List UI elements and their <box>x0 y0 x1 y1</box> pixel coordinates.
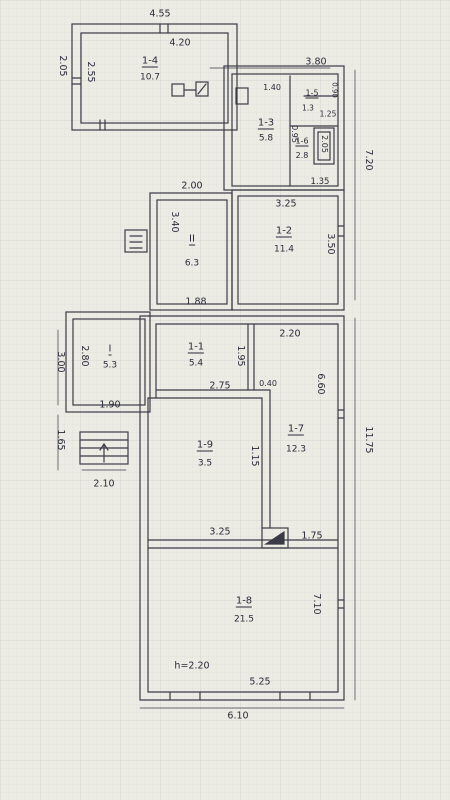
dim-step: 0.40 <box>259 379 277 388</box>
dim-room6-h: 0.95 <box>290 125 299 143</box>
room-1-8-area: 21.5 <box>233 614 255 625</box>
entrance-steps <box>124 229 148 253</box>
room-1-7-area: 12.3 <box>285 444 307 455</box>
dim-porch-w: 2.20 <box>279 328 301 340</box>
dim-room1-h: 1.95 <box>234 345 246 367</box>
dim-right-upper: 7.20 <box>362 149 374 171</box>
dim-room5-h: 0.90 <box>330 82 339 98</box>
dim-room7-bottom: 1.75 <box>301 530 323 542</box>
room-1-2-number: 1-2 <box>275 225 293 238</box>
room-1-7-number: 1-7 <box>287 423 305 436</box>
room-1-3-area: 5.8 <box>258 133 274 144</box>
dim-bottom-total: 6.10 <box>227 710 249 722</box>
room-1-6-number: 1-6 <box>295 136 309 147</box>
dim-room6-w: 2.05 <box>320 135 329 153</box>
room-1-2-walls <box>231 189 345 311</box>
dim-top-inner: 4.20 <box>169 37 191 49</box>
room-1-1-number: 1-1 <box>187 341 205 354</box>
room-I-area: 5.3 <box>102 360 118 371</box>
dim-room9-bottom: 3.25 <box>209 526 231 538</box>
dim-room2-h: 3.50 <box>324 233 336 255</box>
room-1-9-area: 3.5 <box>197 458 213 469</box>
porch-steps <box>79 431 129 465</box>
stove-symbol <box>195 81 209 97</box>
dim-room5-bottom: 1.25 <box>319 109 337 119</box>
room-1-5-area: 1.3 <box>302 103 314 113</box>
dim-top-outer: 4.55 <box>149 8 171 20</box>
dim-room5-w: 1.40 <box>263 83 281 92</box>
dim-room9-h: 1.15 <box>248 445 260 467</box>
dim-left-room4-outer: 2.05 <box>56 55 68 77</box>
room-1-3-number: 1-3 <box>257 117 275 130</box>
bathtub-symbol <box>313 127 335 165</box>
dim-room2-top: 3.25 <box>275 198 297 210</box>
dim-room8-h: 7.10 <box>310 593 322 615</box>
dim-porch-h-inner: 2.80 <box>78 345 90 367</box>
ceiling-height: h=2.20 <box>174 660 210 672</box>
stove-1-7-symbol <box>261 527 289 549</box>
dim-hall-bottom: 1.88 <box>185 296 207 308</box>
dim-left-room4-inner: 2.55 <box>84 61 96 83</box>
room-1-4-number: 1-4 <box>141 55 159 68</box>
dim-room6-bottom: 1.35 <box>310 176 330 187</box>
room-I-number: I <box>108 343 112 356</box>
room-I-walls <box>65 311 151 413</box>
room-1-1-area: 5.4 <box>188 358 204 369</box>
dim-hall-top: 2.00 <box>181 180 203 192</box>
room-1-2-area: 11.4 <box>273 244 295 255</box>
dim-room7-h: 6.60 <box>314 373 326 395</box>
dim-right-lower: 11.75 <box>362 426 374 454</box>
dim-room9-top: 2.75 <box>209 380 231 392</box>
dim-hall-h: 3.40 <box>168 211 180 233</box>
dim-porch-h-left: 3.00 <box>54 351 66 373</box>
room-1-6-area: 2.8 <box>295 151 309 160</box>
dim-steps-h: 1.65 <box>54 429 66 451</box>
room-1-4-area: 10.7 <box>139 72 161 83</box>
room-1-8-number: 1-8 <box>235 595 253 608</box>
room-1-9-number: 1-9 <box>196 439 214 452</box>
dim-room8-inner-w: 5.25 <box>249 676 271 688</box>
dim-steps-w: 2.10 <box>93 478 115 490</box>
room-1-5-number: 1-5 <box>305 88 319 99</box>
room-II-number: II <box>189 233 195 246</box>
dim-room3-top: 3.80 <box>305 56 327 68</box>
dim-porch-bottom: 1.90 <box>99 399 121 411</box>
sink-symbol <box>235 87 249 105</box>
room-II-area: 6.3 <box>184 258 200 269</box>
